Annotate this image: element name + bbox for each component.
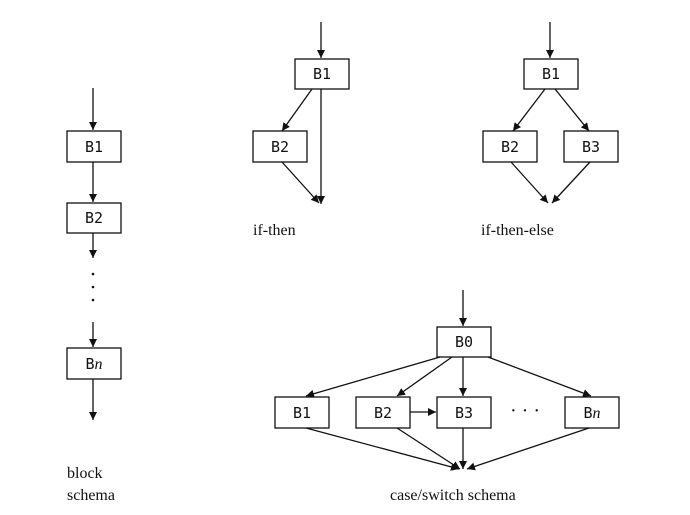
case-node-b3: B3 bbox=[436, 396, 492, 429]
edge-bn-exit bbox=[466, 427, 590, 471]
ellipsis-dot bbox=[91, 298, 95, 302]
node-label: B1 bbox=[85, 138, 103, 156]
if-then-else-node-b1: B1 bbox=[523, 58, 579, 90]
node-label: B1 bbox=[293, 404, 311, 422]
block-node-bn: Bn bbox=[66, 347, 122, 380]
node-label: Bn bbox=[583, 404, 600, 422]
caption: if-then bbox=[253, 222, 296, 239]
edge-b1-b3 bbox=[554, 88, 590, 132]
node-label: B2 bbox=[271, 138, 289, 156]
node-label: B3 bbox=[582, 138, 600, 156]
edge-b2-exit bbox=[510, 161, 549, 204]
edge-b0-bn bbox=[487, 356, 592, 397]
if-then-node-b2: B2 bbox=[252, 130, 308, 163]
caption-line-1: block bbox=[67, 465, 103, 482]
case-node-b0: B0 bbox=[436, 326, 492, 358]
if-then-else-schema: B1 B2 B3 if-then-else bbox=[481, 22, 619, 239]
edge-b2-exit bbox=[281, 161, 320, 204]
edge-b0-b2 bbox=[396, 356, 453, 397]
if-then-else-node-b3: B3 bbox=[563, 130, 619, 163]
node-label: B2 bbox=[374, 404, 392, 422]
edge-b0-b1 bbox=[305, 356, 441, 398]
node-label: B0 bbox=[455, 333, 473, 351]
ellipsis: · · · bbox=[510, 400, 540, 422]
edge-b1-b2 bbox=[512, 88, 546, 132]
case-node-bn: Bn bbox=[564, 396, 620, 429]
block-schema: B1 B2 Bn block schema bbox=[66, 88, 122, 504]
node-label: B1 bbox=[542, 65, 560, 83]
node-label: B3 bbox=[455, 404, 473, 422]
node-label: Bn bbox=[85, 355, 102, 373]
case-node-b1: B1 bbox=[274, 396, 330, 429]
node-label: B1 bbox=[313, 65, 331, 83]
block-node-b1: B1 bbox=[66, 130, 122, 163]
ellipsis-dot bbox=[91, 272, 95, 276]
edge-b1-exit bbox=[305, 427, 460, 471]
block-node-b2: B2 bbox=[66, 202, 122, 234]
caption: case/switch schema bbox=[390, 487, 516, 504]
node-label: B2 bbox=[85, 209, 103, 227]
caption: if-then-else bbox=[481, 222, 554, 239]
edge-b1-b2 bbox=[281, 88, 313, 132]
node-label: B2 bbox=[501, 138, 519, 156]
if-then-node-b1: B1 bbox=[294, 58, 350, 90]
case-switch-schema: B0 B1 B2 B3 · · · Bn case/switch sche bbox=[274, 290, 620, 504]
ellipsis-dot bbox=[91, 285, 95, 289]
if-then-schema: B1 B2 if-then bbox=[252, 22, 350, 239]
case-node-b2: B2 bbox=[355, 396, 411, 429]
edge-b3-exit bbox=[551, 161, 591, 204]
edge-b2-exit bbox=[396, 427, 461, 470]
if-then-else-node-b2: B2 bbox=[482, 130, 538, 163]
caption-line-2: schema bbox=[67, 487, 115, 504]
